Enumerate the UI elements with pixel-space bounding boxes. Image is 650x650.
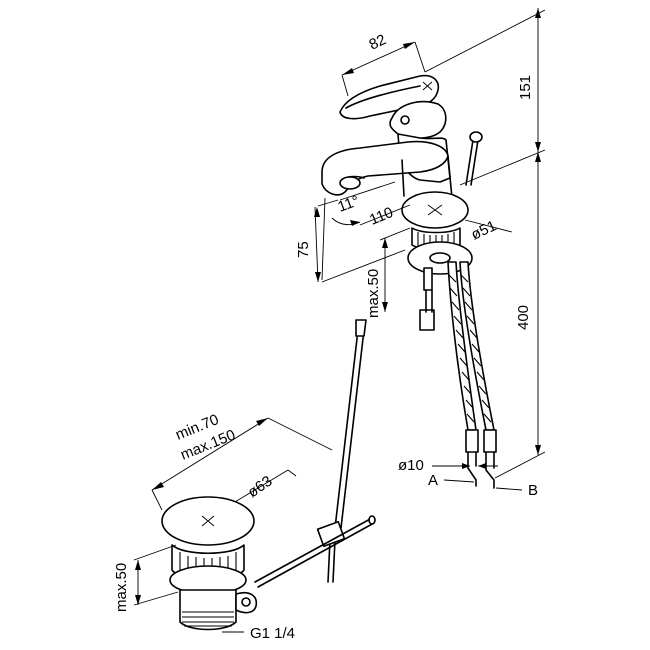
dim-spout-angle-label: 11° [336, 192, 362, 215]
faucet-body [321, 133, 453, 199]
hose-label-a: A [428, 472, 438, 489]
popup-rod [254, 319, 376, 588]
faucet-base [401, 191, 473, 331]
dim-base-diameter-label: ø51 [469, 217, 500, 243]
popup-rod-top [465, 131, 483, 186]
dim-waste-max-label: max.50 [113, 563, 130, 612]
dimension-height-top [424, 8, 546, 152]
hose-label-b: B [528, 482, 538, 499]
dim-handle-width-label: 82 [367, 31, 389, 53]
dimension-handle-width [341, 41, 426, 97]
dim-spout-reach-label: 110 [367, 204, 396, 229]
supply-hoses [447, 261, 497, 489]
dimension-hose-diameter [432, 463, 523, 491]
dim-max-thickness-label: max.50 [365, 269, 382, 318]
dim-spout-height-label: 75 [295, 241, 312, 258]
dimension-spout [314, 181, 513, 312]
waste-plug [161, 496, 258, 631]
dim-hose-length-label: 400 [515, 305, 532, 330]
dim-hose-diameter-label: ø10 [398, 457, 424, 474]
dim-height-top-label: 151 [517, 75, 534, 100]
faucet-handle [339, 74, 447, 140]
dimension-hose-length [459, 149, 546, 479]
dim-plug-diameter-label: ø63 [245, 473, 276, 502]
dimension-rod-length [151, 417, 333, 511]
thread-size-label: G1 1/4 [250, 625, 295, 642]
dimension-waste-height [133, 544, 244, 633]
